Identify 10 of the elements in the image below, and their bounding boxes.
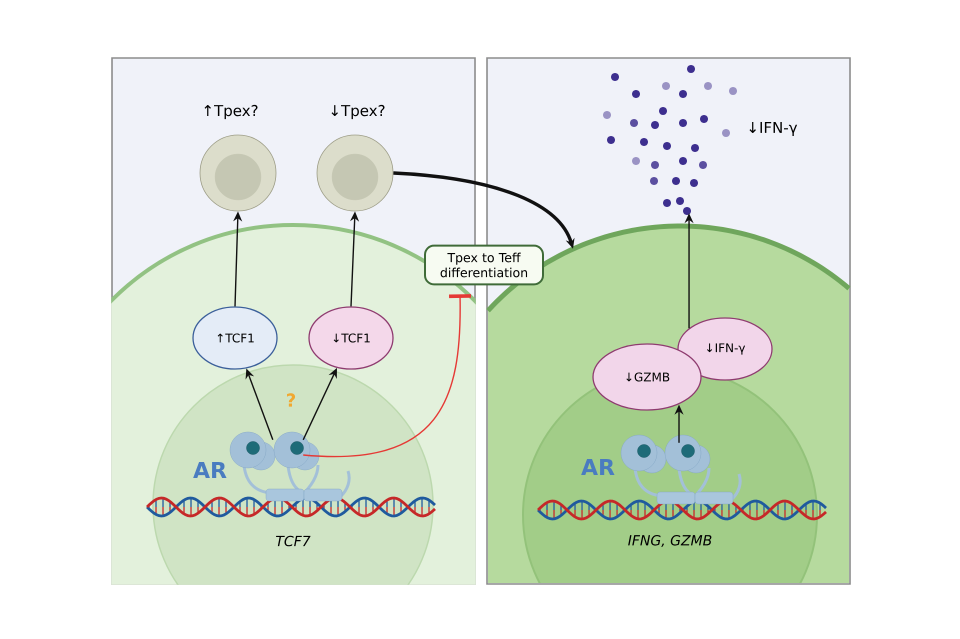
receptor-label: AR (581, 458, 615, 475)
cell-label: ↑Tpex? (204, 104, 258, 120)
question-mark: ? (287, 393, 296, 407)
molecule-label: ↓IFN-γ (750, 122, 798, 136)
process-box: Tpex to Teff differentiation (424, 244, 544, 286)
receptor-label: AR (193, 462, 227, 478)
gene-label: TCF7 (276, 536, 311, 546)
inhibition-line (303, 294, 472, 458)
cell-label: ↓Tpex? (332, 104, 384, 120)
gene-label: IFNG, GZMB (628, 534, 712, 547)
